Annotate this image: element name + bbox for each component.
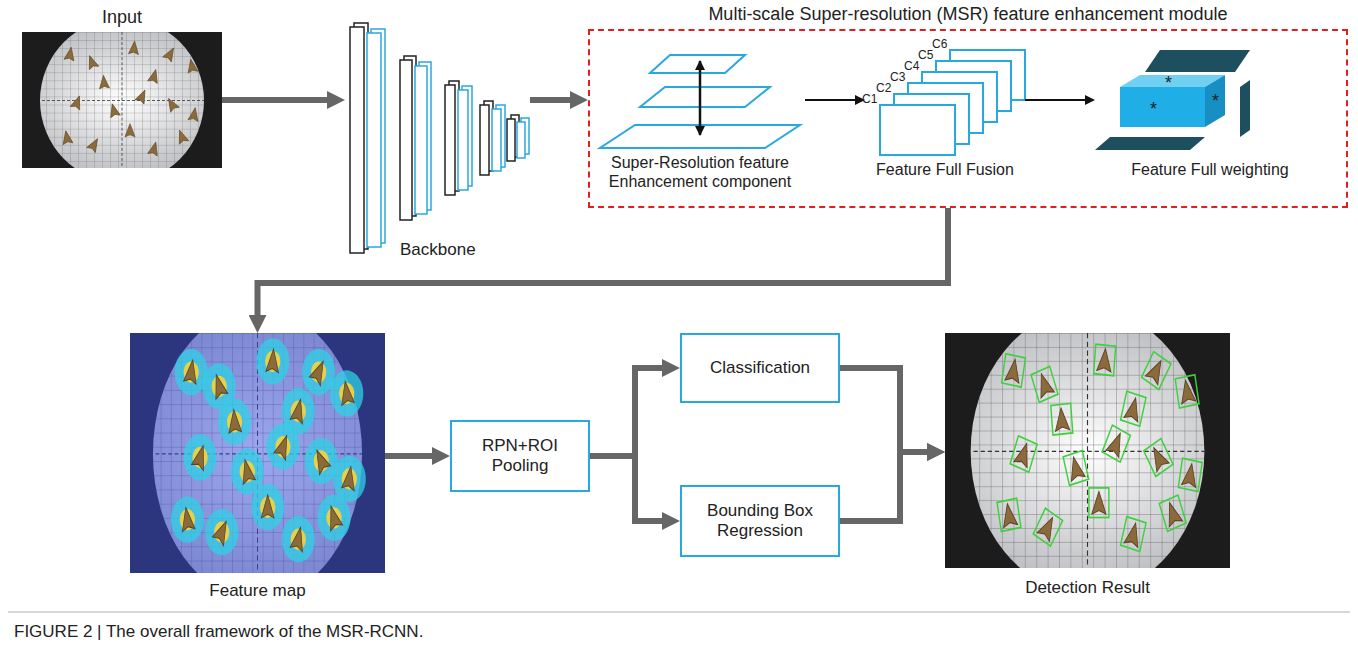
component-label: Feature Full weighting — [1095, 160, 1325, 179]
module-region: Multi-scale Super-resolution (MSR) featu… — [588, 3, 1348, 208]
box-label: Bounding Box Regression — [690, 501, 830, 541]
flow-arrow — [805, 99, 859, 101]
super-resolution-planes — [600, 55, 800, 148]
flow-arrow — [590, 456, 670, 521]
label-anchor: C2 — [876, 81, 891, 95]
channel-label: C3 — [890, 70, 905, 84]
process-box: Bounding Box Regression — [680, 485, 840, 557]
label-anchor: * — [1212, 92, 1219, 110]
label-anchor: C6 — [932, 37, 947, 51]
process-box: RPN+ROI Pooling — [450, 420, 590, 492]
process-box: Classification — [680, 333, 840, 403]
weighting-cube — [1095, 50, 1250, 150]
result-image: Detection Result — [945, 333, 1230, 605]
component-label: Feature Full Fusion — [865, 160, 1025, 179]
flow-arrow — [840, 368, 935, 452]
component-label: Super-Resolution feature Enhancement com… — [595, 153, 805, 191]
channel-label: C4 — [904, 59, 919, 73]
flow-arrow — [1025, 99, 1089, 101]
input-image: Input — [22, 6, 222, 171]
weight-symbol: * — [1150, 100, 1157, 118]
box-label: RPN+ROI Pooling — [460, 436, 580, 476]
image-title: Input — [22, 6, 222, 28]
flow-arrow — [385, 453, 440, 459]
flow-arrow — [530, 97, 578, 103]
figure-caption: FIGURE 2 | The overall framework of the … — [14, 622, 423, 642]
channel-label: C6 — [932, 37, 947, 51]
weight-symbol: * — [1165, 74, 1172, 92]
flow-arrow — [840, 452, 935, 521]
sub-component: Feature Full weighting — [1095, 42, 1325, 192]
sub-component: Super-Resolution feature Enhancement com… — [595, 45, 805, 195]
channel-label: C2 — [876, 81, 891, 95]
weight-symbol: * — [1212, 92, 1219, 110]
label-anchor: C3 — [890, 70, 905, 84]
sub-component: Feature Full Fusion — [865, 42, 1025, 192]
label-anchor: C1 — [862, 92, 877, 106]
backbone-layers — [350, 23, 529, 253]
component-label: Backbone — [400, 240, 530, 260]
feature-heatmap — [130, 333, 385, 573]
label-anchor: * — [1150, 100, 1157, 118]
caption-anchor: FIGURE 2 | The overall framework of the … — [14, 622, 423, 642]
detection-photo — [945, 333, 1230, 568]
fusion-stack — [880, 50, 1025, 155]
label-anchor: * — [1165, 74, 1172, 92]
module-title: Multi-scale Super-resolution (MSR) featu… — [588, 3, 1348, 25]
channel-label: C1 — [862, 92, 877, 106]
image-title: Feature map — [130, 581, 385, 601]
flow-arrow — [590, 368, 670, 456]
feature-map-image: Feature map — [130, 333, 385, 605]
caption-rule — [8, 612, 1350, 613]
flow-arrow — [222, 97, 335, 103]
channel-label: C5 — [918, 48, 933, 62]
backbone-network: Backbone — [345, 22, 530, 267]
box-label: Classification — [710, 358, 810, 378]
input-photo — [22, 32, 222, 168]
image-title: Detection Result — [945, 578, 1230, 598]
flow-arrow — [258, 208, 949, 323]
label-anchor: C5 — [918, 48, 933, 62]
label-anchor: C4 — [904, 59, 919, 73]
